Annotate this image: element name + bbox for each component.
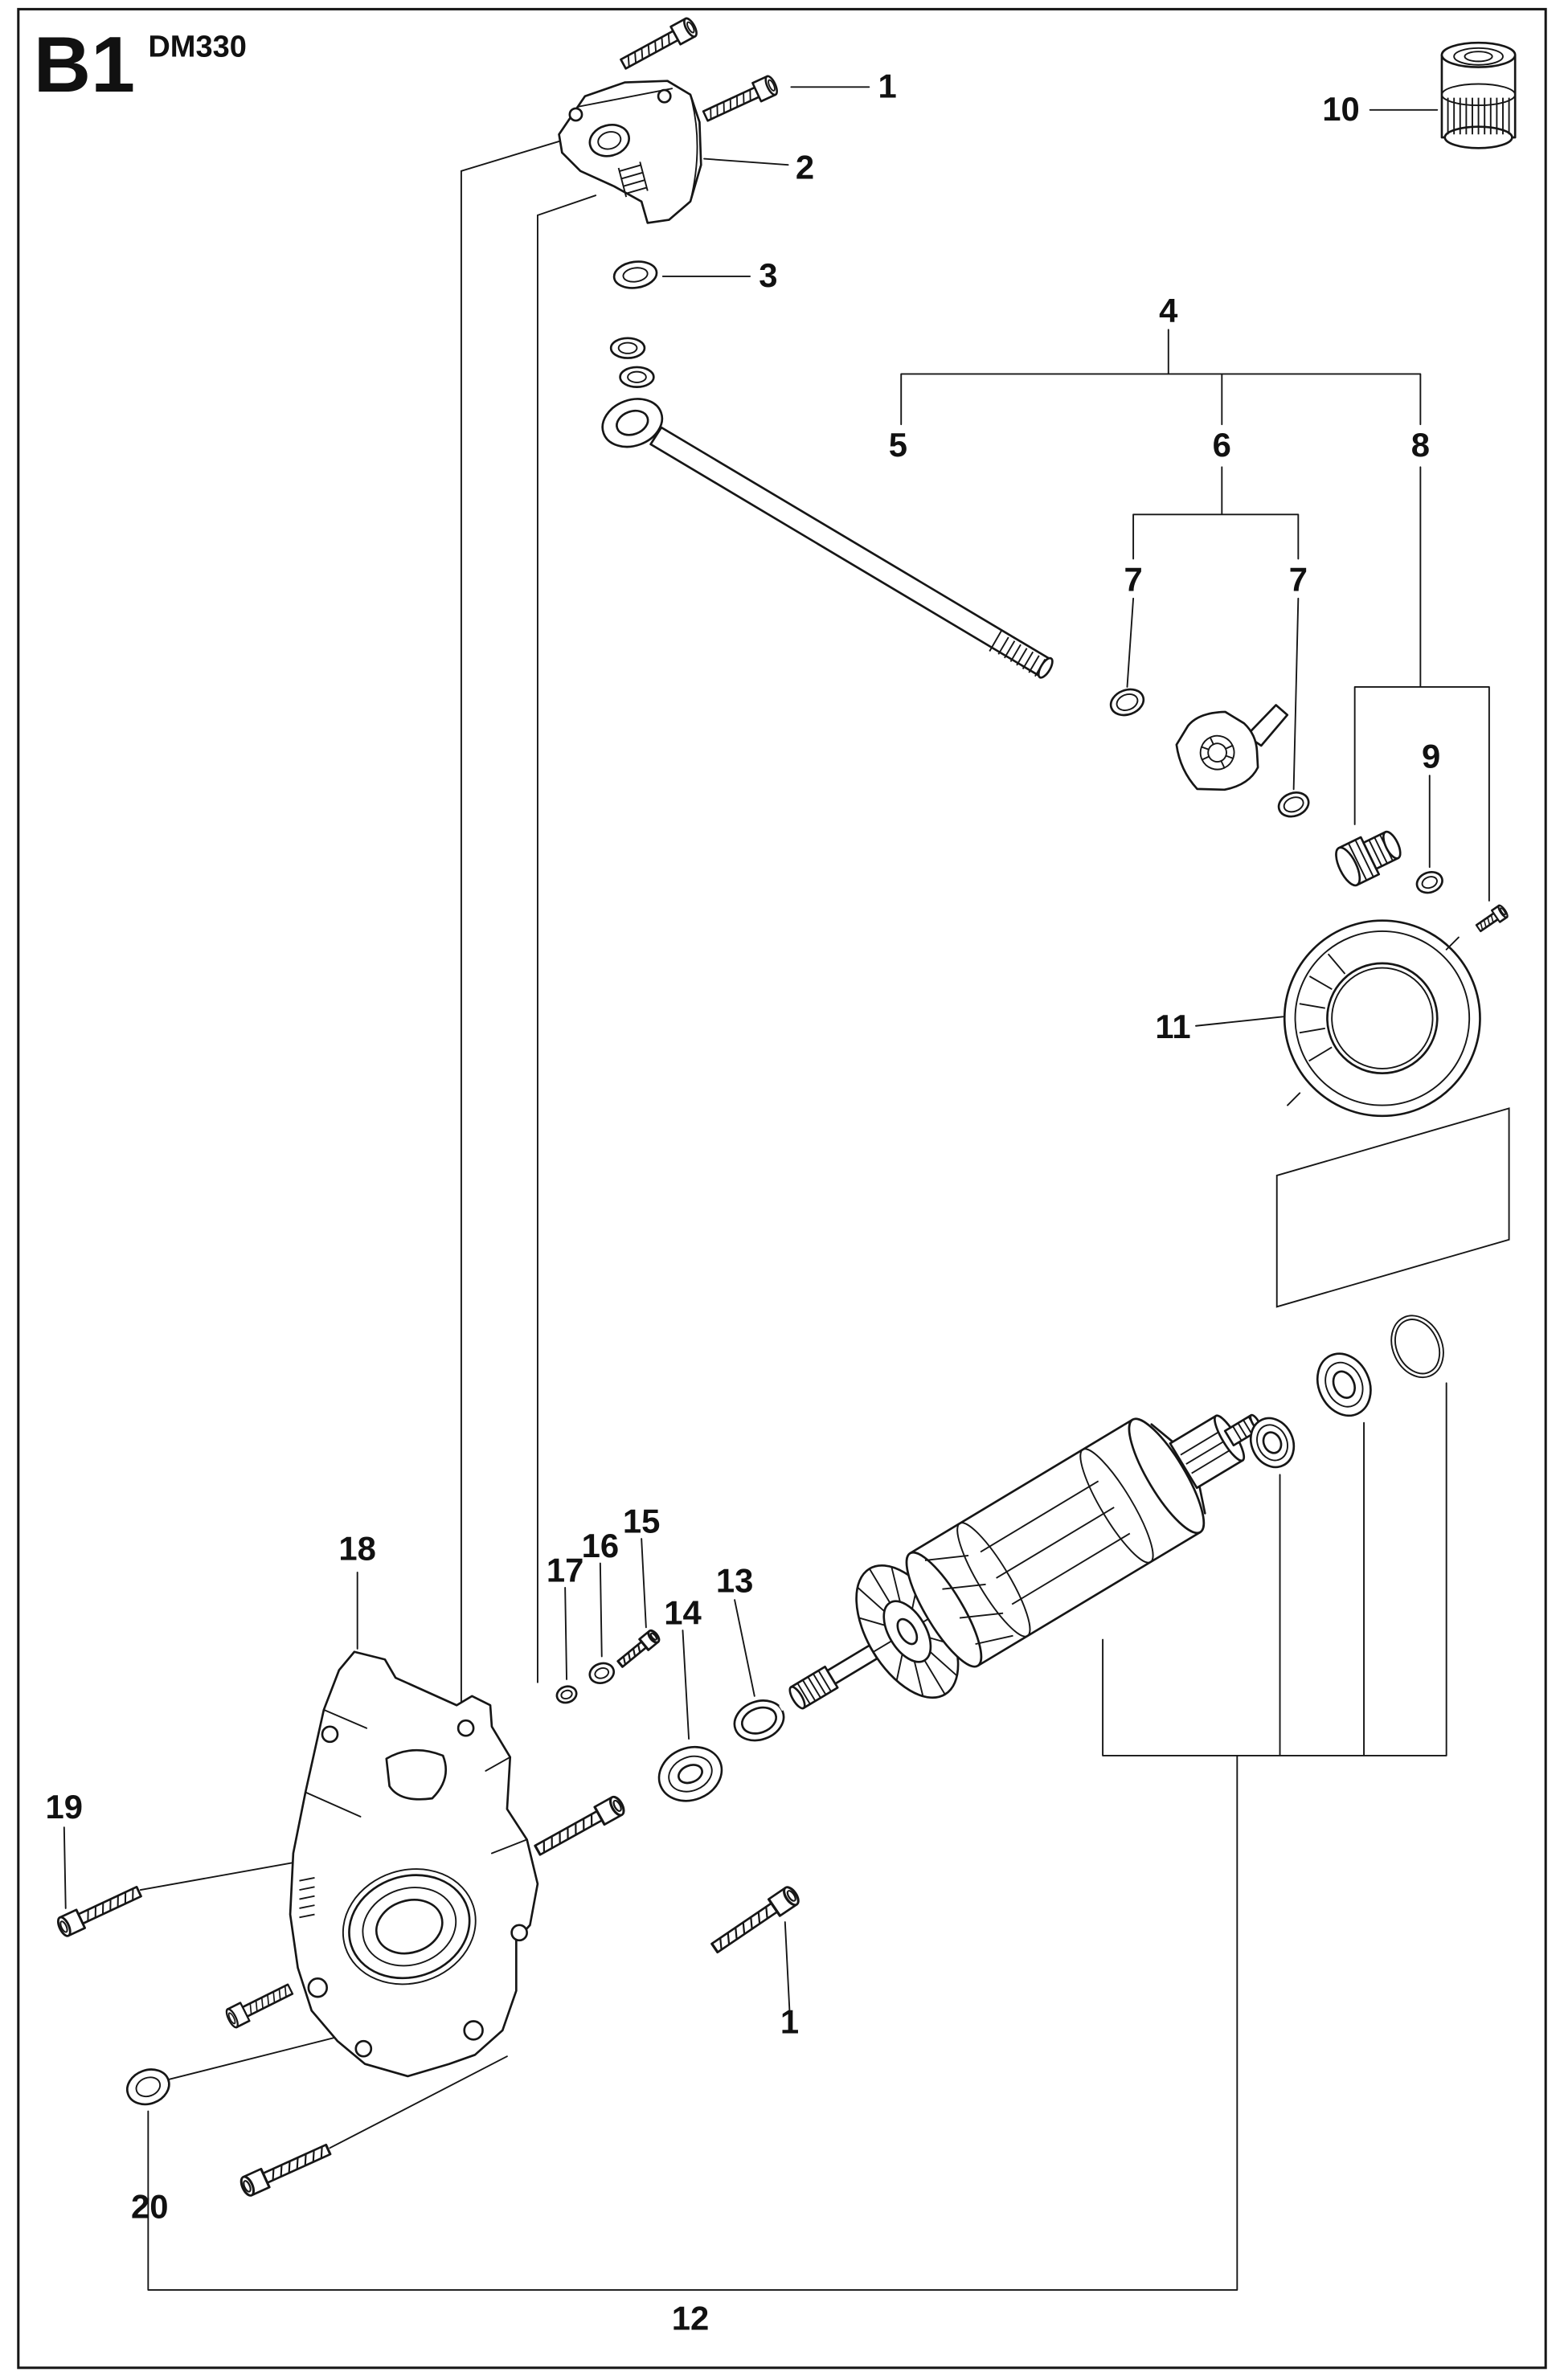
- assembly-bracket-lines: [139, 139, 1510, 2291]
- callout-8: 8: [1411, 426, 1430, 464]
- part-8-coupling: [1335, 830, 1402, 887]
- part-18-housing: [289, 1650, 539, 2078]
- part-1-screw-bottom: [707, 1883, 803, 1958]
- callout-7-right: 7: [1289, 560, 1308, 598]
- bracket-6: [1132, 466, 1300, 560]
- callout-15: 15: [623, 1503, 661, 1540]
- bearing-small: [1249, 1417, 1296, 1469]
- leader-lines: [63, 86, 1439, 2201]
- callout-4: 4: [1159, 292, 1178, 329]
- callout-1-top: 1: [878, 67, 897, 105]
- callout-18: 18: [338, 1530, 376, 1568]
- bracket-8: [1353, 466, 1490, 902]
- callout-16: 16: [582, 1527, 620, 1564]
- callout-3: 3: [759, 256, 777, 294]
- part-9-pin: [1473, 903, 1510, 935]
- part-3-washers: [609, 260, 658, 388]
- callout-5: 5: [889, 426, 907, 464]
- page-border: [17, 7, 1547, 2370]
- part-6-coupler: [1175, 704, 1289, 791]
- part-5-shaft: [601, 398, 1054, 679]
- callout-19: 19: [46, 1788, 84, 1826]
- callout-20: 20: [131, 2188, 169, 2226]
- knurl-lines: [1447, 97, 1510, 135]
- part-17-washer: [555, 1685, 578, 1704]
- callout-2: 2: [796, 148, 814, 186]
- screw: [700, 73, 780, 127]
- callout-13: 13: [716, 1562, 754, 1600]
- axis-line-right: [536, 194, 597, 1683]
- retaining-ring: [1390, 1315, 1444, 1379]
- bearing-large: [1316, 1352, 1372, 1417]
- callout-11: 11: [1155, 1008, 1190, 1045]
- callout-1-bottom: 1: [780, 2003, 799, 2041]
- part-16-washer: [588, 1662, 616, 1684]
- callouts: 1 2 3 4 5 6 7 7 8 9 10 11 12 13 14 15 16…: [46, 67, 1441, 2337]
- part-2-bracket: [558, 80, 702, 224]
- part-20-cap: [126, 2068, 170, 2106]
- housing-screw: [223, 1979, 296, 2030]
- bracket-armature: [1102, 1382, 1447, 1756]
- screw: [617, 15, 700, 75]
- housing-screw: [531, 1793, 628, 1861]
- part-7-oring-right: [1277, 791, 1310, 818]
- header: B1 DM330: [34, 20, 247, 108]
- part-armature: [788, 1413, 1262, 1710]
- callout-12: 12: [672, 2299, 710, 2337]
- callout-6: 6: [1213, 426, 1231, 464]
- callout-17: 17: [547, 1551, 584, 1589]
- callout-9: 9: [1422, 738, 1440, 775]
- group-parallelogram: [1275, 1107, 1510, 1308]
- casting-marks: [299, 1876, 315, 1919]
- housing-screw: [237, 2139, 334, 2199]
- vent-grid: [617, 162, 649, 198]
- part-7-oring-left: [1109, 688, 1145, 717]
- part-11-flange: [1283, 919, 1481, 1118]
- callout-10: 10: [1322, 90, 1360, 128]
- model-number: DM330: [148, 30, 247, 63]
- part-14-bearing: [657, 1745, 723, 1802]
- part-13-circlip: [733, 1699, 790, 1742]
- screw-axis-lines: [139, 1860, 508, 2149]
- callout-7-left: 7: [1124, 560, 1142, 598]
- bracket-12: [147, 1754, 1239, 2291]
- page-code: B1: [34, 20, 135, 108]
- axis-line-left: [460, 139, 563, 1842]
- bracket-4: [900, 329, 1422, 426]
- part-10-coupling: [1440, 41, 1517, 149]
- part-15-screw: [614, 1627, 662, 1671]
- part-19-screw: [54, 1881, 145, 1939]
- part-9-washer: [1415, 870, 1443, 894]
- callout-14: 14: [664, 1594, 702, 1632]
